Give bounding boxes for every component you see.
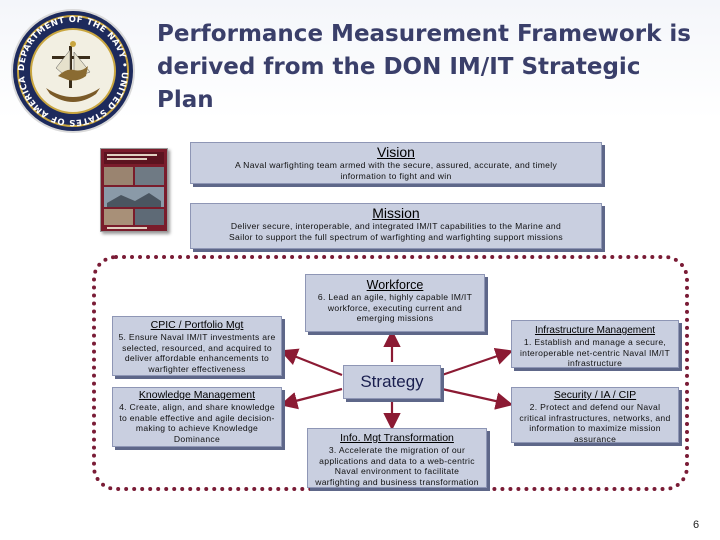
strategy-center-box: Strategy (343, 365, 441, 399)
portfolio-heading: CPIC / Portfolio Mgt (150, 319, 244, 331)
goal-infrastructure: Infrastructure Management 1. Establish a… (511, 320, 679, 368)
vision-box: Vision A Naval warfighting team armed wi… (190, 142, 602, 184)
page-number: 6 (693, 519, 700, 531)
info-mgt-text-2: applications and data to a web-centric (319, 455, 475, 466)
workforce-text-3: emerging missions (356, 313, 434, 323)
title-line-2: derived from the DON IM/IT Strategic Pla… (157, 54, 641, 113)
security-text-2: critical infrastructures, networks, and (519, 412, 671, 423)
arrow-to-security (441, 387, 514, 410)
infrastructure-heading: Infrastructure Management (534, 325, 656, 336)
mission-text-line-2: Sailor to support the full spectrum of w… (229, 231, 563, 242)
workforce-text-2: workforce, executing current and (327, 302, 463, 313)
knowledge-heading: Knowledge Management (138, 389, 256, 401)
infrastructure-text-2: interoperable net-centric Naval IM/IT (519, 347, 671, 358)
knowledge-text-4: Dominance (173, 433, 221, 444)
goal-info-mgt-transformation: Info. Mgt Transformation 3. Accelerate t… (307, 428, 487, 488)
mission-box: Mission Deliver secure, interoperable, a… (190, 203, 602, 249)
goal-workforce: Workforce 6. Lead an agile, highly capab… (305, 274, 485, 332)
arrow-to-knowledge (279, 387, 343, 410)
security-text-4: assurance (573, 433, 617, 444)
vision-text-line-1: A Naval warfighting team armed with the … (234, 160, 558, 170)
info-mgt-text-1: 3. Accelerate the migration of our (328, 445, 466, 455)
info-mgt-heading: Info. Mgt Transformation (340, 432, 454, 444)
portfolio-text-4: warfighter effectiveness (148, 363, 246, 374)
portfolio-text-3: deliver affordable enhancements to (124, 353, 270, 363)
knowledge-text-1: 4. Create, align, and share knowledge (119, 402, 275, 412)
arrow-to-portfolio (279, 348, 343, 377)
info-mgt-text-4: warfighting and business transformation (315, 476, 479, 487)
strategy-label: Strategy (360, 372, 424, 391)
mission-text-line-1: Deliver secure, interoperable, and integ… (230, 221, 562, 231)
security-text-1: 2. Protect and defend our Naval (529, 402, 661, 412)
goal-cpic-portfolio: CPIC / Portfolio Mgt 5. Ensure Naval IM/… (112, 316, 282, 376)
security-heading: Security / IA / CIP (553, 389, 637, 401)
mission-heading: Mission (372, 205, 420, 221)
arrow-to-infrastructure (441, 347, 514, 377)
info-mgt-text-3: Naval environment to facilitate (334, 466, 460, 476)
knowledge-text-2: to enable effective and agile decision- (119, 412, 275, 423)
infrastructure-text-3: infrastructure (567, 358, 623, 368)
workforce-heading: Workforce (366, 278, 424, 292)
title-line-1: Performance Measurement Framework is (157, 21, 691, 47)
slide-title: Performance Measurement Framework is der… (157, 18, 697, 117)
strategic-plan-cover-image (100, 148, 168, 232)
workforce-text-1: 6. Lead an agile, highly capable IM/IT (317, 292, 473, 302)
infrastructure-text-1: 1. Establish and manage a secure, (523, 337, 667, 347)
portfolio-text-1: 5. Ensure Naval IM/IT investments are (118, 332, 276, 342)
portfolio-text-2: selected, resourced, and acquired to (122, 342, 272, 353)
vision-heading: Vision (377, 144, 415, 160)
goal-knowledge-management: Knowledge Management 4. Create, align, a… (112, 387, 282, 447)
knowledge-text-3: making to achieve Knowledge (135, 423, 259, 433)
goals-dotted-frame (92, 255, 689, 491)
goal-security-ia-cip: Security / IA / CIP 2. Protect and defen… (511, 387, 679, 444)
vision-text-line-2: information to fight and win (340, 170, 452, 181)
department-of-the-navy-seal-icon: DEPARTMENT OF THE NAVY • UNITED STATES O… (11, 9, 135, 133)
security-text-3: information to maximize mission (529, 423, 661, 433)
